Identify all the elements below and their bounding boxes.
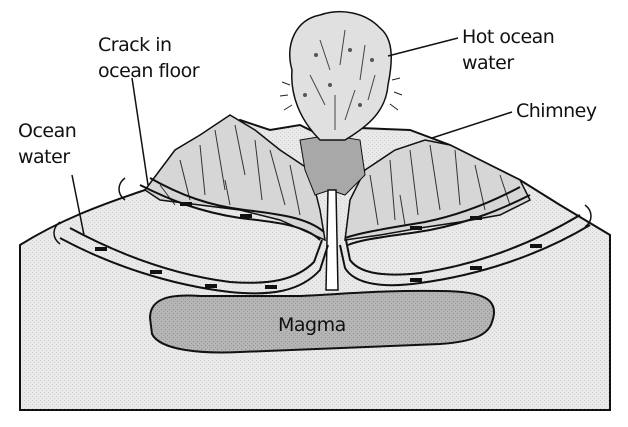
leader-chimney — [432, 112, 512, 138]
label-hot-water-line2: water — [462, 50, 554, 76]
label-chimney: Chimney — [516, 98, 597, 124]
label-magma: Magma — [278, 312, 346, 338]
leader-hot-water — [388, 38, 458, 56]
label-crack-line2: ocean floor — [98, 58, 199, 84]
label-crack: Crack in ocean floor — [98, 32, 199, 84]
leader-crack — [132, 78, 148, 185]
plume — [290, 12, 391, 140]
chimney-stem — [326, 190, 338, 290]
label-hot-water: Hot ocean water — [462, 24, 554, 76]
label-ocean-water-line1: Ocean — [18, 118, 76, 144]
label-ocean-water-line2: water — [18, 144, 76, 170]
label-hot-water-line1: Hot ocean — [462, 24, 554, 50]
label-crack-line1: Crack in — [98, 32, 199, 58]
label-ocean-water: Ocean water — [18, 118, 76, 170]
